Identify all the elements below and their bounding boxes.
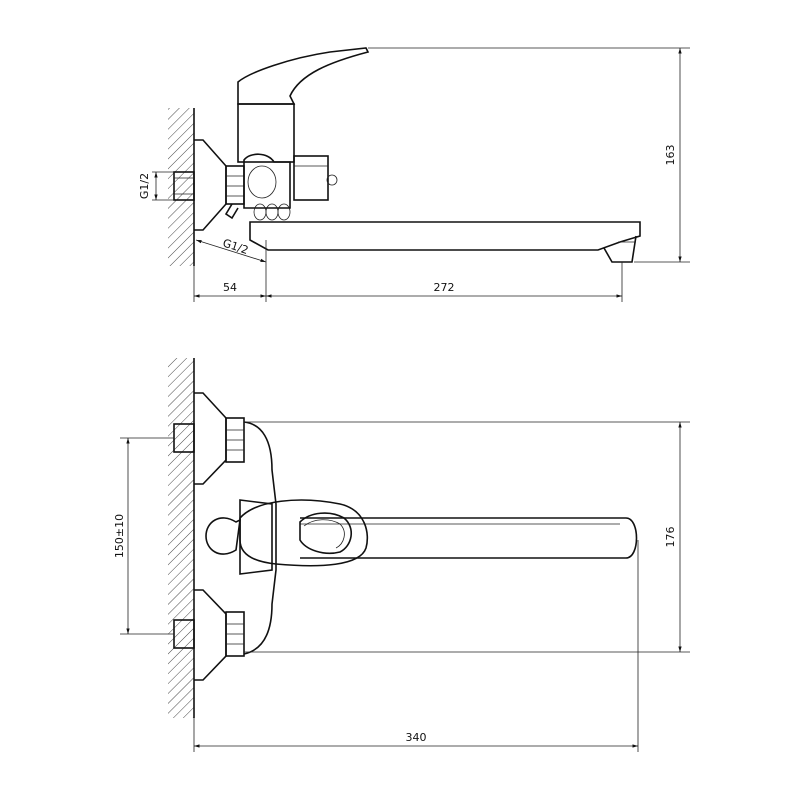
mixer-body-side <box>237 103 338 221</box>
side-view: G1/2 G1/2 54 272 163 <box>138 47 690 302</box>
dim-total-length: 340 <box>194 731 638 748</box>
top-view: 150±10 176 340 <box>113 358 690 752</box>
dim-total-length-text: 340 <box>406 731 427 744</box>
dim-wall-offset: 54 <box>194 281 266 298</box>
spout-top <box>300 517 638 559</box>
spout-side <box>249 221 641 263</box>
thread-outlet-text: G1/2 <box>221 236 250 256</box>
dim-inlet-spacing-text: 150±10 <box>113 514 126 558</box>
thread-inlet-text: G1/2 <box>138 173 151 199</box>
dim-body-width: 176 <box>664 422 682 652</box>
connector-nut-side <box>225 165 245 205</box>
wall-side <box>168 108 195 266</box>
lever-handle-side <box>237 47 370 105</box>
upper-inlet-top <box>173 392 245 485</box>
wall-flange-side <box>194 139 227 231</box>
inlet-pipe-side <box>173 171 195 201</box>
dim-height-text: 163 <box>664 145 677 166</box>
mixer-body-top <box>243 421 277 655</box>
dim-spout-reach-text: 272 <box>434 281 455 294</box>
thread-label-outlet: G1/2 <box>195 236 267 263</box>
dim-inlet-spacing: 150±10 <box>113 438 130 634</box>
dim-wall-offset-text: 54 <box>223 281 237 294</box>
wall-top <box>168 358 195 718</box>
thread-label-inlet: G1/2 <box>138 171 174 201</box>
dim-spout-reach: 272 <box>266 281 622 298</box>
dim-body-width-text: 176 <box>664 527 677 548</box>
diverter-knob-side <box>224 203 239 220</box>
dim-height: 163 <box>664 48 682 262</box>
lever-handle-top <box>239 499 369 567</box>
